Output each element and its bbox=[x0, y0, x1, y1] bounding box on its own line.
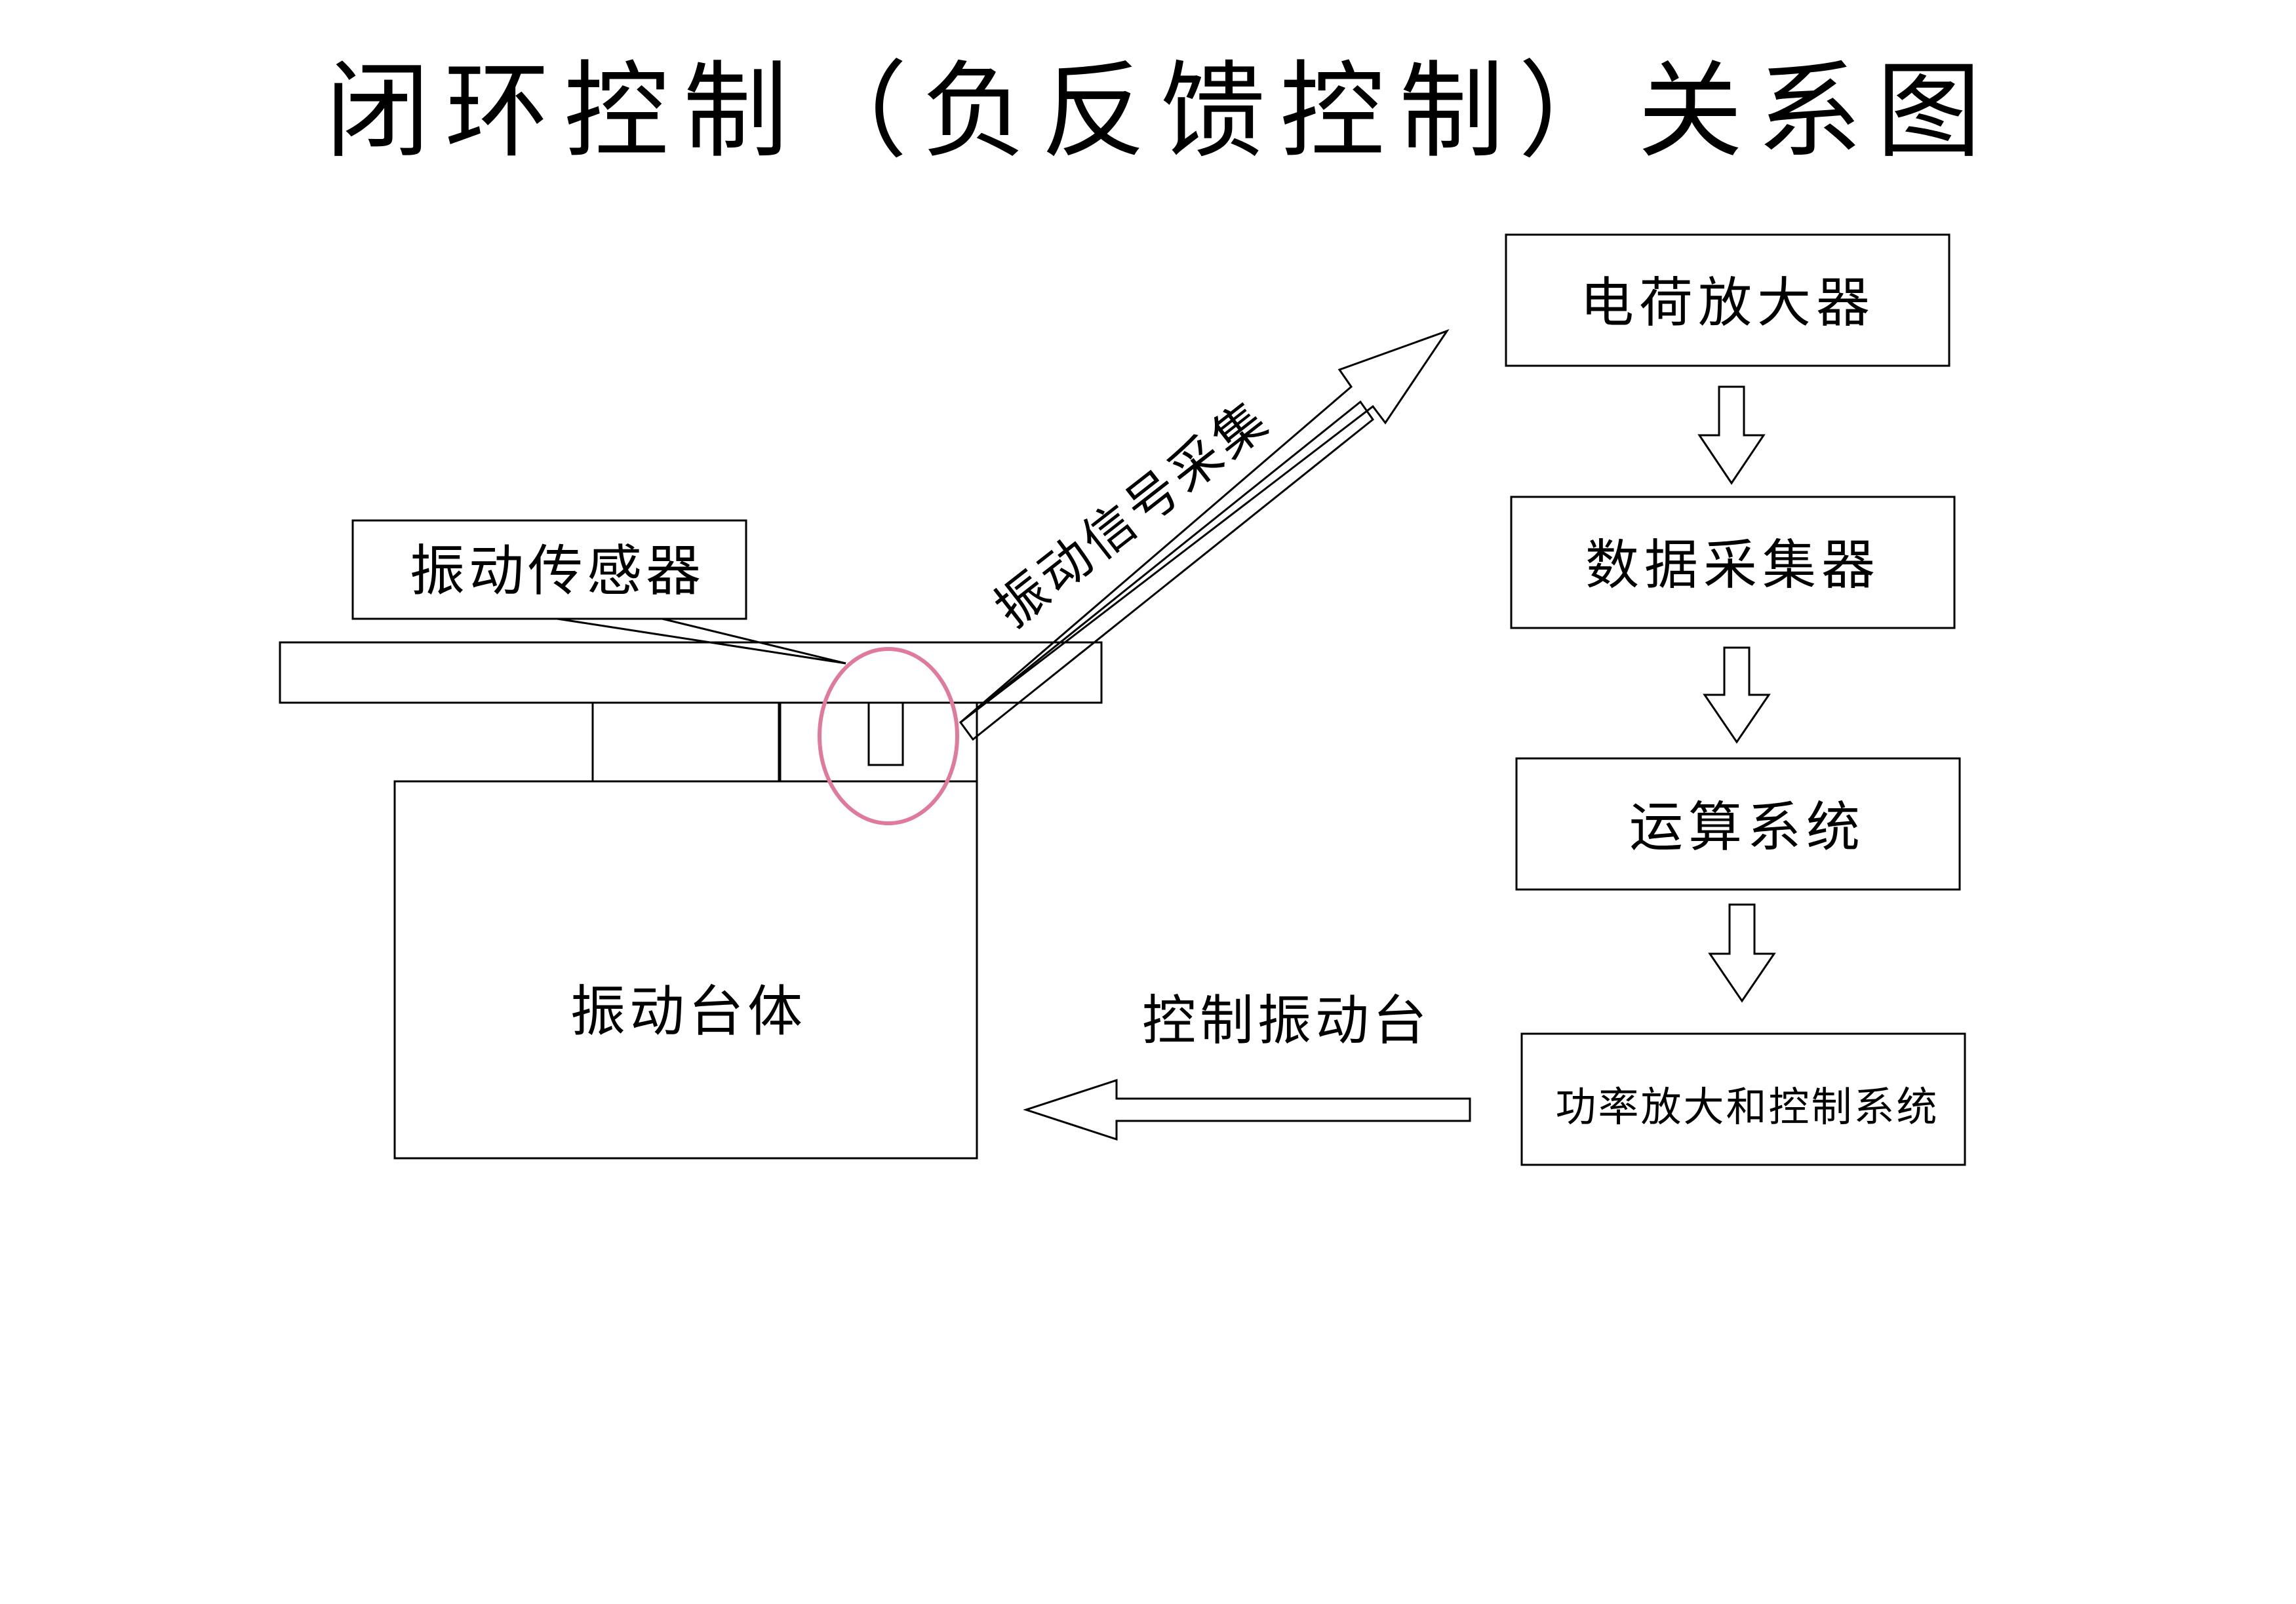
sensor-highlight-ellipse bbox=[818, 647, 959, 825]
sensor-callout-label: 振动传感器 bbox=[410, 539, 705, 603]
control-arrow-label: 控制振动台 bbox=[1142, 990, 1431, 1052]
data-acquisition-label: 数据采集器 bbox=[1585, 534, 1880, 597]
top-plate bbox=[279, 641, 1103, 704]
table-body-label: 振动台体 bbox=[570, 979, 806, 1044]
charge-amplifier-box bbox=[1505, 233, 1950, 367]
sensor-callout-box bbox=[351, 519, 747, 620]
vibration-table-body bbox=[393, 780, 978, 1160]
signal-acquisition-arrow bbox=[960, 329, 1450, 724]
sensor-element bbox=[867, 701, 904, 766]
power-control-box bbox=[1520, 1032, 1966, 1166]
charge-amplifier-label: 电荷放大器 bbox=[1580, 272, 1875, 334]
sensor-mount bbox=[779, 701, 978, 783]
power-control-label: 功率放大和控制系统 bbox=[1555, 1083, 1939, 1131]
down-arrow-1 bbox=[1697, 385, 1766, 485]
down-arrow-3 bbox=[1708, 903, 1776, 1003]
signal-acquisition-arrow-shaft bbox=[959, 400, 1375, 741]
callout-pointer-line-a bbox=[557, 617, 846, 665]
signal-arrow-label: 振动信号采集 bbox=[984, 389, 1281, 639]
page-title: 闭环控制（负反馈控制）关系图 bbox=[325, 50, 1996, 172]
computing-system-label: 运算系统 bbox=[1629, 796, 1865, 859]
down-arrow-2 bbox=[1703, 646, 1771, 744]
computing-system-box bbox=[1515, 757, 1961, 891]
data-acquisition-box bbox=[1510, 496, 1956, 629]
control-arrow bbox=[1023, 1078, 1471, 1141]
support-column bbox=[591, 701, 780, 783]
callout-pointer-line-b bbox=[662, 617, 846, 665]
